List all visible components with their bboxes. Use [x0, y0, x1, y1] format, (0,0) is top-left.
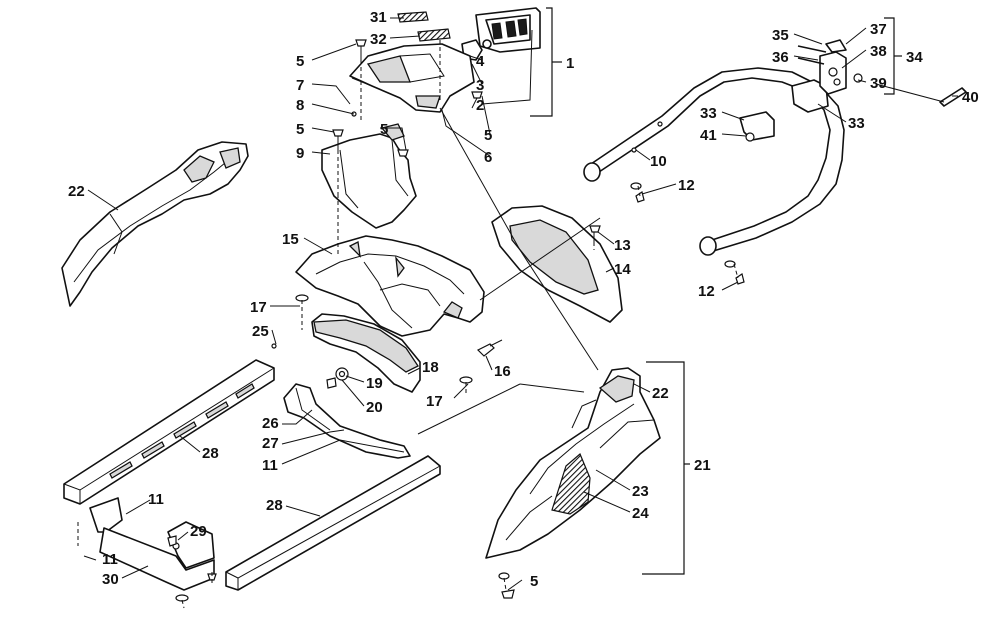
callout-18: 18 [422, 359, 439, 376]
callout-1: 1 [566, 55, 574, 72]
callout-24: 24 [632, 505, 649, 522]
taillight-assembly [349, 7, 541, 113]
callout-28a: 28 [202, 445, 219, 462]
callout-8: 8 [296, 97, 304, 114]
callout-35: 35 [772, 27, 789, 44]
callout-6: 6 [484, 149, 492, 166]
callout-11c: 11 [102, 551, 118, 568]
alignment-lines [77, 40, 945, 609]
callout-22b: 22 [652, 385, 669, 402]
callout-34: 34 [906, 49, 923, 66]
callout-21: 21 [694, 457, 711, 474]
callout-13: 13 [614, 237, 631, 254]
callout-40: 40 [962, 89, 979, 106]
side-panel-upper [491, 205, 623, 323]
callout-16: 16 [494, 363, 511, 380]
rear-fender [295, 235, 485, 337]
callout-25: 25 [252, 323, 269, 340]
callout-11a: 11 [262, 457, 278, 474]
mount-brackets [89, 383, 411, 591]
callout-3: 3 [476, 77, 484, 94]
callout-7: 7 [296, 77, 304, 94]
callout-5a: 5 [296, 53, 304, 70]
lower-side-panel [485, 367, 661, 559]
callout-28b: 28 [266, 497, 283, 514]
leader-lines [83, 17, 958, 591]
callout-33a: 33 [700, 105, 717, 122]
callout-20: 20 [366, 399, 383, 416]
callout-26: 26 [262, 415, 279, 432]
left-side-panel [61, 141, 249, 307]
callout-5d: 5 [484, 127, 492, 144]
callout-9: 9 [296, 145, 304, 162]
callout-11b: 11 [148, 491, 164, 508]
frame-rails [63, 359, 441, 591]
callout-30: 30 [102, 571, 119, 588]
callout-2: 2 [476, 97, 484, 114]
callout-15: 15 [282, 231, 299, 248]
callout-22a: 22 [68, 183, 85, 200]
callout-32: 32 [370, 31, 387, 48]
callout-5e: 5 [530, 573, 538, 590]
callout-31: 31 [370, 9, 387, 26]
callout-38: 38 [870, 43, 887, 60]
grab-bar-brackets [739, 39, 967, 142]
callout-12a: 12 [678, 177, 695, 194]
callout-5b: 5 [296, 121, 304, 138]
callout-5c: 5 [380, 121, 388, 138]
callout-33b: 33 [848, 115, 865, 132]
callout-37: 37 [870, 21, 887, 38]
callout-labels: 1 2 3 4 5 5 5 5 5 6 7 8 9 10 11 11 11 12… [68, 9, 979, 590]
callout-4: 4 [476, 53, 485, 70]
mud-flap [311, 313, 421, 393]
fasteners [167, 39, 745, 602]
callout-19: 19 [366, 375, 383, 392]
callout-36: 36 [772, 49, 789, 66]
callout-29: 29 [190, 523, 207, 540]
callout-10: 10 [650, 153, 667, 170]
callout-23: 23 [632, 483, 649, 500]
callout-14: 14 [614, 261, 631, 278]
callout-27: 27 [262, 435, 279, 452]
callout-12b: 12 [698, 283, 715, 300]
group-brackets [530, 7, 902, 575]
callout-41: 41 [700, 127, 717, 144]
callout-17a: 17 [250, 299, 267, 316]
callout-17b: 17 [426, 393, 443, 410]
callout-39: 39 [870, 75, 887, 92]
flap-bracket [321, 123, 417, 229]
